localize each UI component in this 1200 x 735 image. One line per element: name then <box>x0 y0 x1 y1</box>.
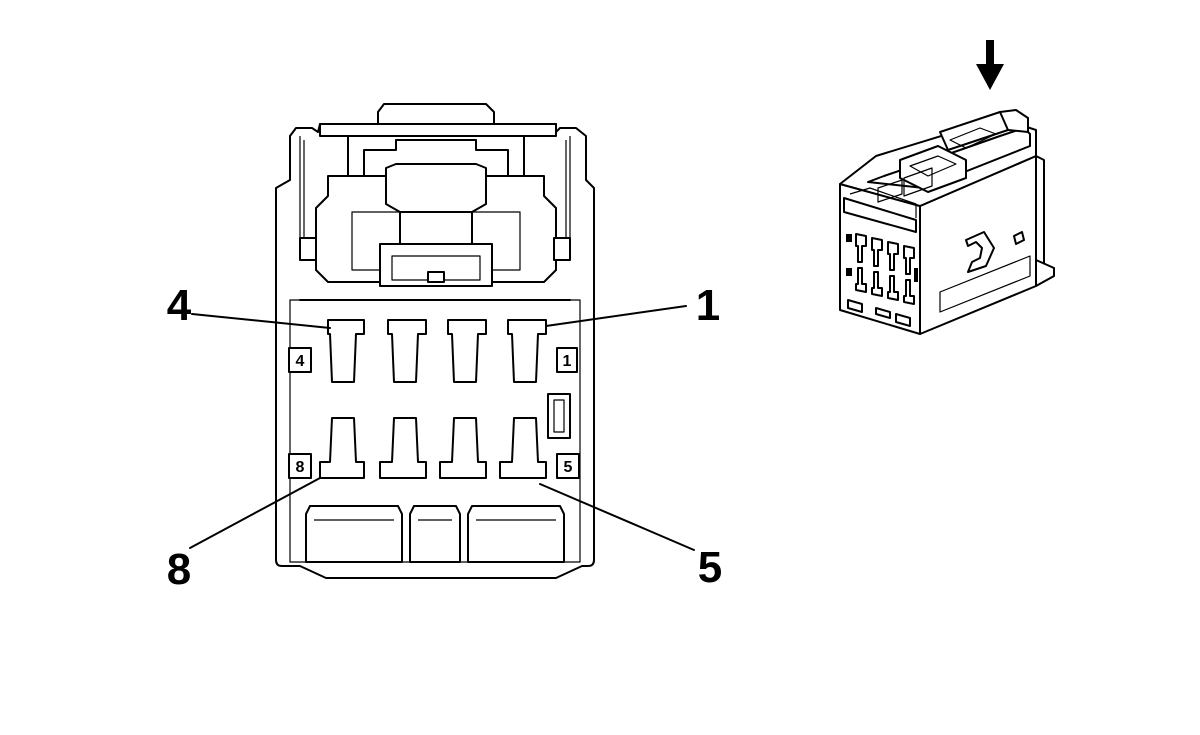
pin-label-8: 8 <box>296 459 305 476</box>
pin-cavity <box>439 417 487 479</box>
pin-cavity <box>379 417 427 479</box>
iso-locking-latch <box>867 109 1031 203</box>
pin-label-box-8: 8 <box>288 453 312 479</box>
cavity-row-bottom <box>319 417 547 479</box>
leader-line-5 <box>539 483 695 551</box>
callout-4: 4 <box>167 281 192 330</box>
leader-line-8 <box>189 477 321 549</box>
bottom-ribs <box>305 505 565 563</box>
leader-line-4 <box>191 313 331 329</box>
pin-cavity <box>319 417 365 479</box>
down-arrow-icon <box>976 40 1004 90</box>
iso-cavities-top <box>846 233 915 275</box>
callout-5: 5 <box>698 543 722 592</box>
locking-latch <box>299 103 571 301</box>
connector-isometric-view <box>839 40 1055 335</box>
connector-face-view: 4 1 8 5 4 1 8 5 <box>167 103 722 594</box>
cavity-row-top <box>327 319 547 383</box>
callout-8: 8 <box>167 545 191 594</box>
pin-cavity <box>499 417 547 479</box>
pin-label-box-4: 4 <box>288 347 312 373</box>
pin-cavity <box>447 319 487 383</box>
pin-cavity <box>507 319 547 383</box>
pin-cavity <box>387 319 427 383</box>
pin-label-4: 4 <box>296 353 305 370</box>
pin-label-box-1: 1 <box>556 347 578 373</box>
iso-side-emboss <box>965 231 995 273</box>
callout-1: 1 <box>696 281 720 330</box>
pin-cavity <box>327 319 365 383</box>
pin-label-1: 1 <box>563 353 572 370</box>
leader-line-1 <box>545 305 687 327</box>
pin-label-5: 5 <box>564 459 573 476</box>
pin-label-box-5: 5 <box>556 453 580 479</box>
iso-cavities-bottom <box>846 267 918 305</box>
